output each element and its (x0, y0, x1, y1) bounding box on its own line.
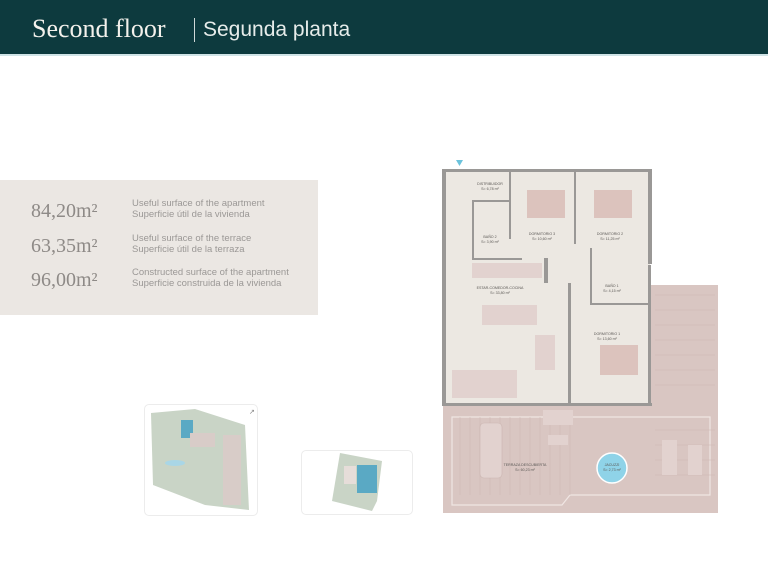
sofa (452, 370, 517, 398)
surface-label-es: Superficie útil de la terraza (132, 244, 245, 255)
room-name: DORMITORIO 1 (594, 332, 620, 336)
pool (165, 460, 185, 466)
kitchen-island (482, 305, 537, 325)
title-english: Second floor (32, 14, 166, 43)
highlighted-unit (357, 465, 377, 493)
entrance-arrow-icon (456, 160, 463, 166)
surface-label-es: Superficie construida de la vivienda (132, 278, 282, 289)
room-name: DORMITORIO 3 (529, 232, 555, 236)
kitchen-counter (472, 263, 542, 278)
north-arrow-icon: ↗ (249, 409, 255, 416)
building-block (190, 433, 215, 447)
building-unit (344, 466, 356, 484)
room-area: S= 11,25 m² (600, 237, 620, 241)
room-area: S= 6,78 m² (481, 187, 499, 191)
walls (442, 169, 652, 406)
terrace-sofa (548, 435, 568, 445)
room-area: S= 4,15 m² (603, 289, 621, 293)
room-area: S= 10,60 m² (532, 237, 552, 241)
title-spanish: Segunda planta (203, 18, 351, 41)
building-location-map (301, 450, 413, 515)
terrace-table (479, 422, 503, 479)
room-name: JACUZZI (605, 463, 620, 467)
room-name: DISTRIBUIDOR (477, 182, 503, 186)
terrace-main (443, 405, 718, 513)
surface-label-en: Useful surface of the terrace (132, 233, 252, 244)
site-plan: ↗ (151, 409, 255, 510)
surface-value: 84,20m² (31, 200, 98, 222)
room-area: S= 2,73 m² (603, 468, 621, 472)
page-header: Second floor Segunda planta (0, 0, 768, 56)
room-area: S= 33,80 m² (490, 291, 510, 295)
surface-value: 63,35m² (31, 235, 98, 257)
bed (527, 190, 565, 218)
terrace-side (443, 285, 718, 405)
building-plan (332, 453, 382, 511)
surface-label-es: Superficie útil de la vivienda (132, 209, 250, 220)
surface-label-en: Useful surface of the apartment (132, 198, 265, 209)
terrace-lounger (543, 410, 573, 425)
sunbed (688, 445, 702, 475)
room-name: BAÑO 2 (483, 234, 496, 239)
jacuzzi (596, 452, 628, 484)
room-name: TERRAZA DESCUBIERTA (504, 463, 547, 467)
bed (594, 190, 632, 218)
surface-label-en: Constructed surface of the apartment (132, 267, 289, 278)
surface-summary: 84,20m² Useful surface of the apartment … (0, 180, 318, 315)
room-name: BAÑO 1 (605, 283, 618, 288)
bed (600, 345, 638, 375)
title-divider (194, 18, 195, 42)
room-area: S= 13,60 m² (597, 337, 617, 341)
dining-table (535, 335, 555, 370)
site-plan-map: ↗ (144, 404, 258, 516)
building-block (223, 435, 241, 505)
room-name: ESTAR-COMEDOR-COCINA (477, 286, 524, 290)
room-area: S= 60,23 m² (515, 468, 535, 472)
sunbed (662, 440, 677, 475)
room-name: DORMITORIO 2 (597, 232, 623, 236)
floor-plan: JACUZZI S= 2,73 m² TERRAZA DESCUBIERTA S… (442, 160, 718, 513)
surface-value: 96,00m² (31, 269, 98, 291)
room-area: S= 3,90 m² (481, 240, 499, 244)
